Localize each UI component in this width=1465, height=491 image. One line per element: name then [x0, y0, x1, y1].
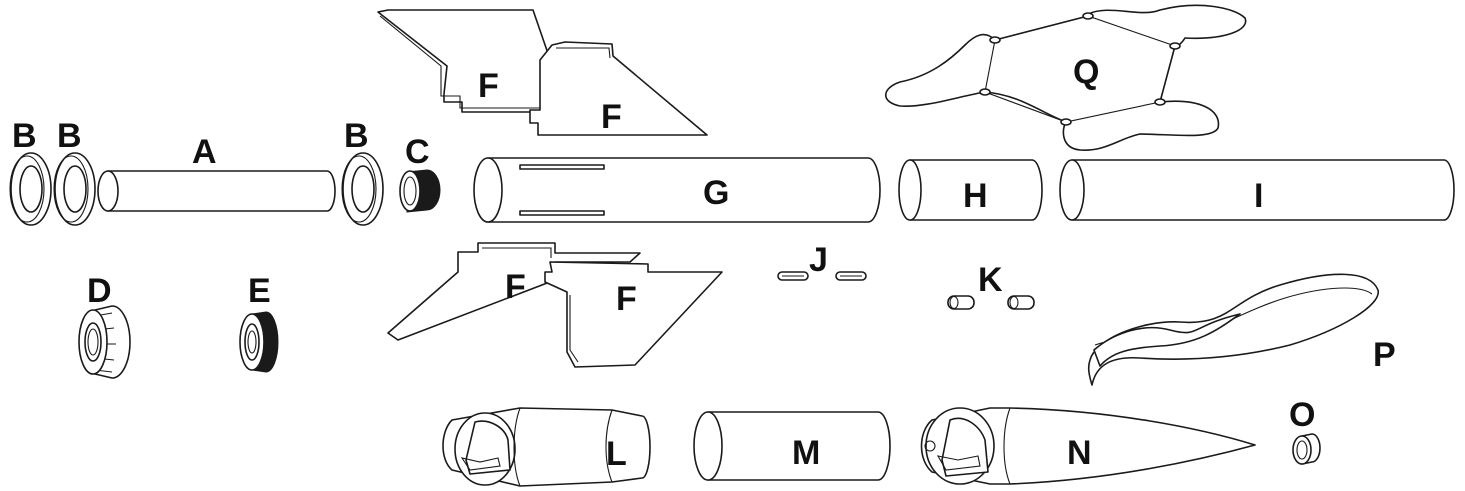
small-ring	[1292, 433, 1321, 465]
fin-top-rear	[377, 9, 554, 113]
coupler-tube	[898, 159, 1043, 221]
label-e: E	[248, 272, 271, 310]
body-tube-main	[473, 157, 881, 223]
rail-button-2	[1007, 295, 1035, 310]
transition-section	[442, 407, 651, 487]
label-o: O	[1289, 396, 1315, 434]
launch-lug-2	[835, 271, 867, 281]
label-h: H	[963, 177, 988, 215]
motor-tube	[97, 170, 336, 212]
label-d: D	[87, 272, 112, 310]
label-q: Q	[1073, 53, 1099, 91]
body-tube-lower	[693, 411, 891, 481]
label-f-1: F	[478, 67, 499, 105]
label-j: J	[809, 241, 828, 279]
label-c: C	[405, 133, 430, 171]
label-l: L	[606, 435, 627, 473]
fin-top-front	[529, 41, 708, 136]
parachute	[884, 4, 1247, 151]
label-k: K	[978, 261, 1003, 299]
label-f-3: F	[505, 268, 526, 306]
fin-bottom-front	[544, 261, 723, 368]
shock-cord	[1087, 273, 1379, 386]
threaded-adapter	[239, 311, 279, 373]
label-m: M	[792, 434, 820, 472]
motor-retainer-cap	[78, 305, 131, 379]
retainer-ring	[399, 169, 441, 213]
label-f-4: F	[616, 280, 637, 318]
label-b-2: B	[57, 117, 82, 155]
label-f-2: F	[601, 98, 622, 136]
label-b-3: B	[344, 117, 369, 155]
label-n: N	[1067, 434, 1092, 472]
launch-lug-1	[777, 271, 809, 281]
washer-b-3	[341, 152, 384, 226]
label-b-1: B	[12, 117, 37, 155]
payload-tube	[1059, 159, 1455, 221]
rail-button-1	[947, 295, 975, 310]
label-i: I	[1254, 177, 1263, 215]
label-p: P	[1373, 336, 1396, 374]
washer-b-2	[53, 152, 96, 226]
nose-cone	[920, 407, 1256, 485]
label-g: G	[703, 174, 729, 212]
washer-b-1	[9, 152, 52, 226]
label-a: A	[192, 133, 217, 171]
